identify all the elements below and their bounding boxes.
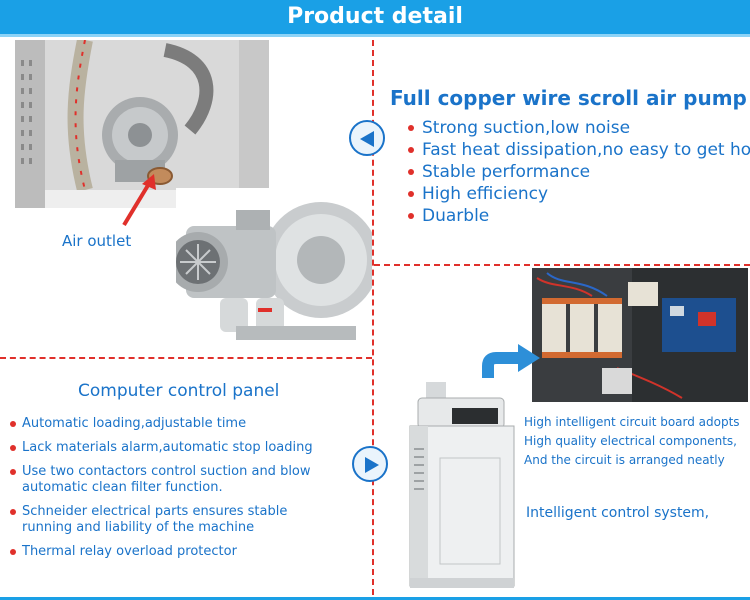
circuit-line: High intelligent circuit board adopts bbox=[524, 415, 740, 429]
air-outlet-label: Air outlet bbox=[62, 232, 132, 250]
air-outlet-pointer bbox=[110, 170, 170, 230]
list-item: Fast heat dissipation,no easy to get hot bbox=[408, 139, 750, 161]
list-item: Strong suction,low noise bbox=[408, 117, 750, 139]
blower-pump-photo bbox=[176, 188, 372, 353]
intelligent-control-label: Intelligent control system, bbox=[526, 505, 710, 521]
list-item: Lack materials alarm,automatic stop load… bbox=[10, 440, 313, 456]
elbow-arrow-icon bbox=[482, 340, 542, 400]
triangle-right-icon bbox=[352, 446, 388, 482]
list-item: Automatic loading,adjustable time bbox=[10, 416, 313, 432]
list-item: Duarble bbox=[408, 205, 750, 227]
banner: Product detail bbox=[0, 0, 750, 34]
right-divider bbox=[374, 264, 750, 266]
banner-title: Product detail bbox=[287, 4, 463, 29]
list-item: High efficiency bbox=[408, 183, 750, 205]
vertical-divider bbox=[372, 40, 374, 595]
panel-feature-list: Automatic loading,adjustable time Lack m… bbox=[10, 416, 313, 568]
auto-loader-machine-photo bbox=[390, 378, 520, 593]
bottom-border bbox=[0, 597, 750, 600]
circuit-line: And the circuit is arranged neatly bbox=[524, 453, 725, 467]
cabinet-pump-photo bbox=[15, 40, 269, 208]
pump-feature-list: Strong suction,low noise Fast heat dissi… bbox=[408, 117, 750, 227]
circuit-board-photo bbox=[532, 268, 748, 402]
triangle-left-icon bbox=[349, 120, 385, 156]
list-item: Use two contactors control suction and b… bbox=[10, 464, 313, 496]
circuit-description: High intelligent circuit board adopts Hi… bbox=[524, 413, 740, 470]
list-item: Schneider electrical parts ensures stabl… bbox=[10, 504, 313, 536]
banner-underline bbox=[0, 34, 750, 37]
circuit-line: High quality electrical components, bbox=[524, 434, 737, 448]
panel-title: Computer control panel bbox=[78, 381, 280, 401]
left-divider bbox=[0, 357, 372, 359]
list-item: Stable performance bbox=[408, 161, 750, 183]
pump-title: Full copper wire scroll air pump bbox=[390, 86, 747, 110]
list-item: Thermal relay overload protector bbox=[10, 544, 313, 560]
